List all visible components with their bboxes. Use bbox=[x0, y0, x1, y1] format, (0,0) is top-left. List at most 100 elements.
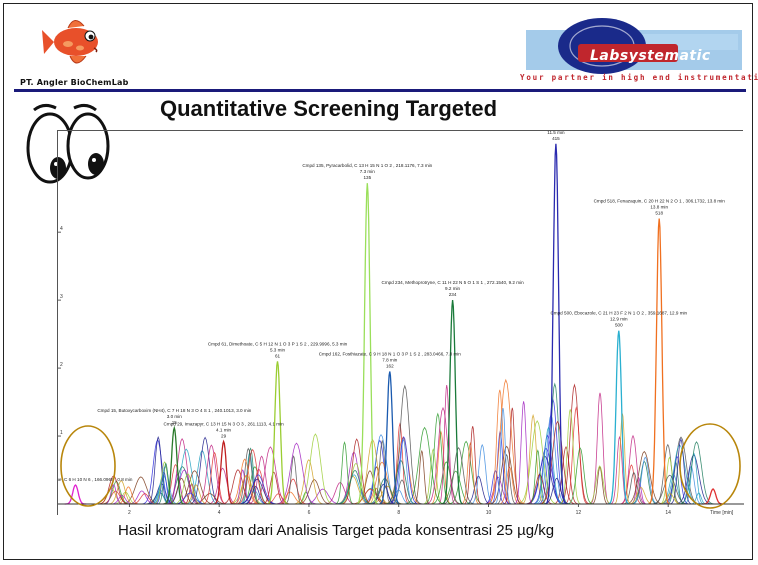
background-trace bbox=[386, 384, 424, 505]
background-trace bbox=[462, 426, 483, 505]
background-trace bbox=[103, 484, 124, 505]
background-trace bbox=[171, 473, 205, 505]
background-trace bbox=[294, 433, 337, 505]
peak-label: 162 bbox=[386, 364, 394, 369]
slide-title: Quantitative Screening Targeted bbox=[160, 96, 498, 121]
highlight-circles bbox=[60, 423, 741, 509]
peak-label: Cmpd 135, Pyracarbolid, C 13 H 15 N 1 O … bbox=[302, 163, 432, 168]
background-trace bbox=[460, 441, 481, 505]
background-trace bbox=[239, 447, 262, 505]
background-trace bbox=[236, 474, 281, 505]
background-trace bbox=[231, 474, 261, 505]
background-trace bbox=[590, 466, 610, 505]
peak-trace bbox=[212, 439, 235, 505]
peak-trace bbox=[64, 484, 87, 505]
background-trace bbox=[558, 409, 583, 505]
background-trace bbox=[402, 426, 448, 505]
background-trace bbox=[273, 442, 320, 505]
background-trace bbox=[165, 477, 198, 505]
highlight-circle-right bbox=[679, 423, 741, 509]
peak-label: 135 bbox=[363, 175, 371, 180]
background-trace bbox=[676, 441, 717, 505]
background-trace bbox=[227, 458, 263, 505]
peak-trace bbox=[163, 425, 186, 505]
background-trace bbox=[668, 438, 694, 505]
background-trace bbox=[440, 446, 477, 505]
background-trace bbox=[495, 453, 518, 505]
background-trace bbox=[386, 436, 421, 505]
background-trace bbox=[242, 485, 270, 505]
labsystematic-logo-icon bbox=[526, 18, 742, 74]
peak-label: 7.8 min bbox=[382, 358, 398, 363]
background-trace bbox=[429, 430, 453, 505]
x-tick-label: 8 bbox=[397, 510, 400, 516]
peak-label: 61 bbox=[275, 353, 281, 358]
peak-label: 3.0 min bbox=[167, 414, 183, 419]
peak-label: 29 bbox=[221, 434, 227, 439]
background-trace bbox=[588, 392, 612, 505]
background-trace bbox=[513, 401, 534, 505]
background-trace bbox=[115, 486, 142, 505]
peak-label: Cmpd 15, Butoxycarboxim (NH4), C 7 H 18 … bbox=[97, 408, 251, 413]
background-trace bbox=[630, 456, 660, 505]
peak-label: Cmpd 518, Fenazaquin, C 20 H 22 N 2 O 1 … bbox=[594, 199, 726, 204]
peak-label: 518 bbox=[655, 211, 663, 216]
peak-trace bbox=[607, 330, 630, 505]
peak-trace bbox=[648, 218, 671, 505]
peak-label: 12.9 min bbox=[610, 317, 628, 322]
background-trace bbox=[235, 447, 262, 505]
background-trace bbox=[514, 420, 561, 505]
peak-label: 415 bbox=[552, 136, 560, 141]
background-trace bbox=[201, 451, 228, 505]
peak-label: 5.3 min bbox=[270, 347, 286, 352]
peak-label: 9.2 min bbox=[445, 286, 461, 291]
peak-trace bbox=[266, 361, 289, 505]
peak-trace bbox=[356, 183, 379, 505]
peak-label: 234 bbox=[449, 292, 457, 297]
slide-caption: Hasil kromatogram dari Analisis Target p… bbox=[118, 522, 555, 539]
y-tick-label: 1 bbox=[60, 430, 63, 436]
background-trace bbox=[565, 447, 595, 505]
background-trace bbox=[371, 439, 393, 505]
peak-label: 4.1 min bbox=[216, 428, 232, 433]
background-trace bbox=[334, 441, 355, 505]
background-trace bbox=[621, 472, 647, 505]
background-trace bbox=[483, 470, 508, 505]
background-trace bbox=[484, 378, 528, 505]
background-trace bbox=[486, 445, 527, 505]
x-tick-label: 4 bbox=[218, 510, 221, 516]
background-trace bbox=[276, 478, 310, 505]
x-tick-label: 2 bbox=[128, 510, 131, 516]
background-trace bbox=[622, 450, 666, 505]
background-trace bbox=[291, 459, 326, 505]
highlight-circle-left bbox=[60, 425, 116, 507]
peak-trace bbox=[544, 143, 567, 505]
background-trace bbox=[530, 434, 565, 505]
background-trace bbox=[437, 385, 457, 505]
background-trace bbox=[648, 474, 692, 505]
slide-frame bbox=[3, 3, 753, 560]
peak-label: 15 bbox=[172, 420, 178, 425]
x-tick-label: 14 bbox=[665, 510, 671, 516]
background-trace bbox=[156, 462, 176, 505]
x-tick-label: 6 bbox=[308, 510, 311, 516]
background-trace bbox=[423, 406, 462, 505]
peak-label: 11.5 min bbox=[547, 131, 565, 135]
background-trace bbox=[152, 461, 177, 505]
background-trace bbox=[524, 473, 556, 505]
background-trace bbox=[551, 445, 581, 505]
background-trace bbox=[412, 449, 432, 505]
background-trace bbox=[585, 465, 614, 505]
background-trace bbox=[618, 434, 648, 505]
peak-label: 13.8 min bbox=[650, 205, 668, 210]
background-trace bbox=[493, 408, 513, 505]
background-trace bbox=[563, 406, 590, 505]
peak-labels: Cmpd 2, Pyromazine, C 6 H 10 N 6 , 166.0… bbox=[19, 124, 726, 482]
background-trace bbox=[468, 443, 496, 505]
fish-logo-icon bbox=[42, 20, 98, 64]
y-tick-label: 3 bbox=[60, 294, 63, 300]
background-trace bbox=[629, 460, 660, 505]
